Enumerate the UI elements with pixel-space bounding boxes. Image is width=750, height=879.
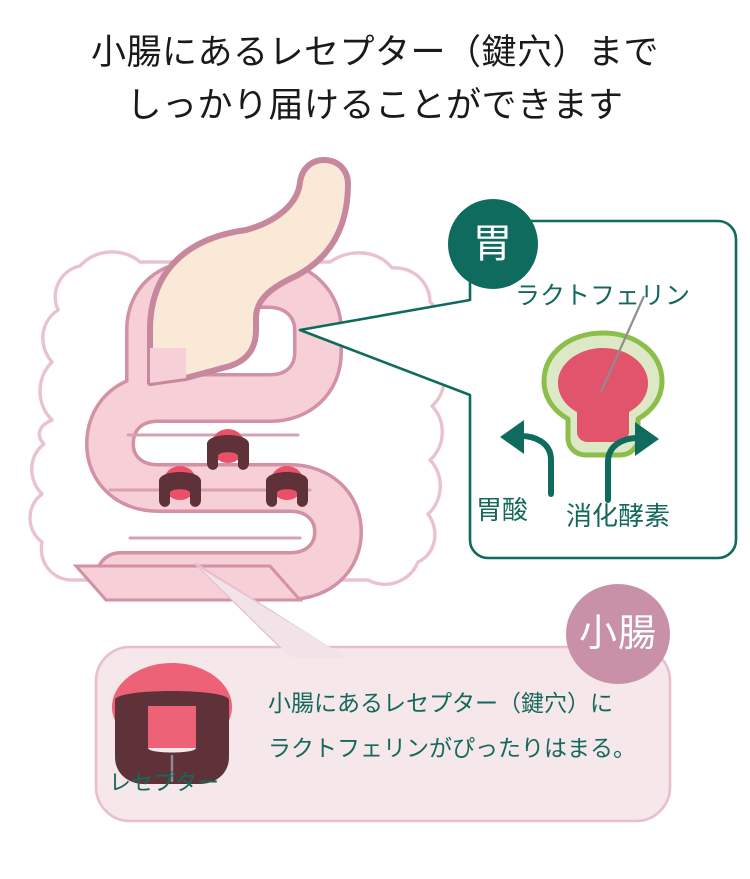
gastric-acid-label: 胃酸: [476, 495, 529, 525]
digestive-enzyme-label: 消化酵素: [566, 501, 671, 531]
lactoferrin-molecule-coated: [541, 295, 665, 458]
lactoferrin-leader-line: [599, 295, 646, 393]
stomach-badge-circle: [448, 199, 538, 289]
stomach-badge-label: 胃: [472, 222, 514, 266]
pointer-fill: [200, 568, 348, 658]
receptor-pair-group: [159, 429, 308, 507]
page-title: 小腸にあるレセプター（鍵穴）まで しっかり届けることができます: [0, 26, 750, 132]
page-title-line-1: 小腸にあるレセプター（鍵穴）まで: [90, 33, 659, 72]
stomach: [147, 157, 351, 386]
intestine-badge-circle: [566, 584, 670, 684]
receptor-pair: [159, 466, 201, 507]
receptor-pair: [207, 429, 249, 470]
page-title-line-2: しっかり届けることができます: [126, 86, 624, 126]
receptor-label: レセプター: [109, 770, 220, 795]
intestine-callout-line-1: 小腸にあるレセプター（鍵穴）に: [268, 690, 613, 716]
receptor-pair: [266, 466, 308, 507]
intestine-callout-line-2: ラクトフェリンがぴったりはまる。: [268, 734, 636, 761]
intestine-badge-label: 小腸: [578, 613, 657, 655]
receptor-detail: [112, 663, 232, 784]
arrow-head-right: [635, 422, 659, 456]
intestine-callout-text: 小腸にあるレセプター（鍵穴）に ラクトフェリンがぴったりはまる。: [268, 681, 636, 771]
lactoferrin-label: ラクトフェリン: [515, 282, 691, 310]
intestine-callout-box: [94, 645, 672, 823]
arrow-head-left: [500, 420, 524, 454]
deflection-arrows: [518, 433, 641, 503]
